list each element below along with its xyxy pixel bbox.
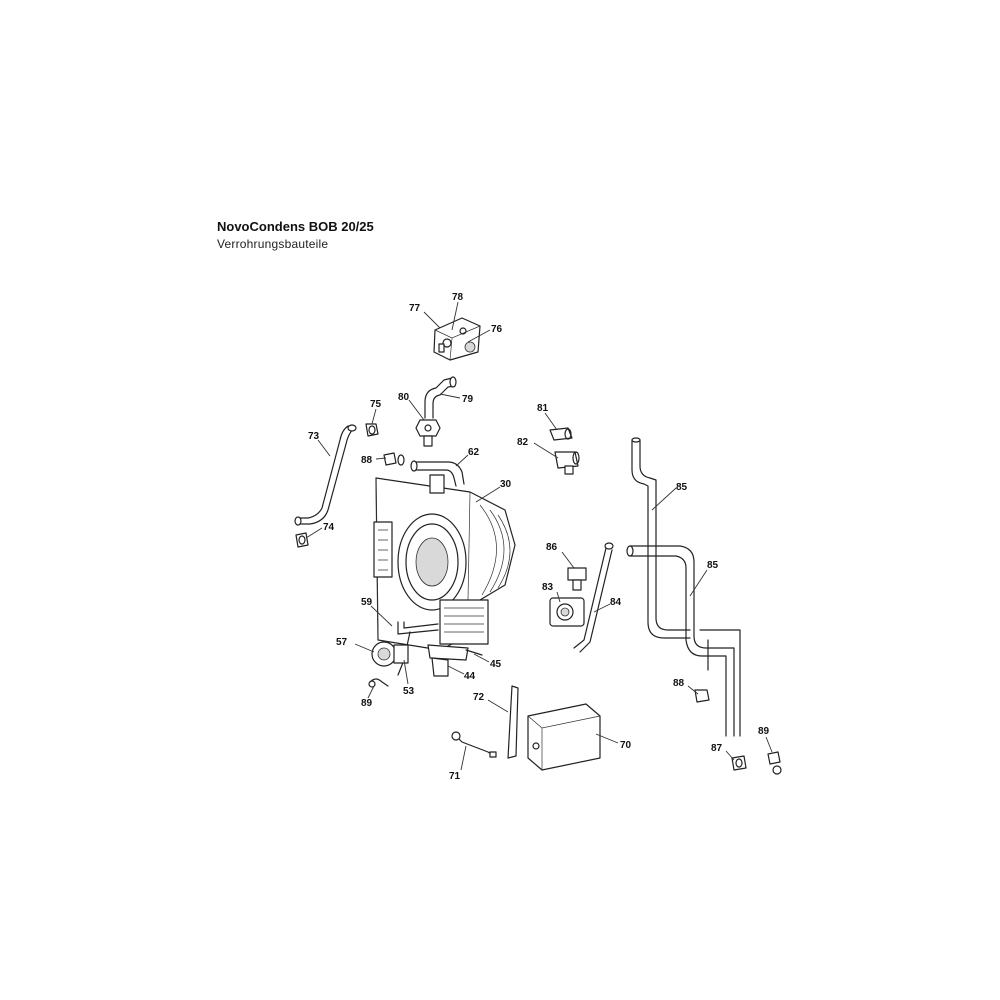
callout-85-lower: 85 xyxy=(707,560,719,571)
callout-44: 44 xyxy=(464,671,476,682)
part-heat-exchanger-30 xyxy=(373,474,516,651)
part-fitting-88-right xyxy=(694,689,710,703)
callout-70: 70 xyxy=(620,740,632,751)
part-bent-pipe-79 xyxy=(424,376,457,419)
part-pipe-59 xyxy=(397,621,439,635)
callout-81: 81 xyxy=(537,403,549,414)
callout-86: 86 xyxy=(546,542,558,553)
callout-85-upper: 85 xyxy=(676,482,688,493)
callout-83: 83 xyxy=(542,582,554,593)
part-tee-86 xyxy=(567,567,587,591)
part-pipe-62 xyxy=(410,460,465,487)
part-condensate-trap-44 xyxy=(427,644,469,677)
part-pipe-85-upper xyxy=(631,437,691,639)
part-valve-81 xyxy=(549,427,573,441)
part-expansion-vessel-70 xyxy=(527,703,601,771)
leader-lines xyxy=(305,301,773,771)
callout-89-right: 89 xyxy=(758,726,770,737)
part-bracket-72 xyxy=(507,685,519,759)
callout-74: 74 xyxy=(323,522,335,533)
part-siphon-45 xyxy=(465,649,483,656)
part-sensor-89-left xyxy=(368,678,389,688)
callout-84: 84 xyxy=(610,597,622,608)
callout-72: 72 xyxy=(473,692,485,703)
part-pipe-85-lower xyxy=(626,545,741,737)
callout-76: 76 xyxy=(491,324,503,335)
part-nut-74 xyxy=(295,532,309,548)
diagram-title: NovoCondens BOB 20/25 xyxy=(217,219,374,234)
callout-88-right: 88 xyxy=(673,678,685,689)
callout-45: 45 xyxy=(490,659,502,670)
callout-71: 71 xyxy=(449,771,461,782)
callout-82: 82 xyxy=(517,437,529,448)
callout-88-upper: 88 xyxy=(361,455,373,466)
part-sensor-71 xyxy=(451,731,497,758)
part-fitting-87 xyxy=(731,755,747,771)
callout-89-left: 89 xyxy=(361,698,373,709)
callout-77: 77 xyxy=(409,303,421,314)
part-valve-80 xyxy=(415,419,441,447)
part-gas-valve-block xyxy=(433,317,481,361)
callout-62: 62 xyxy=(468,447,480,458)
part-pipe-73 xyxy=(294,424,357,526)
callout-30: 30 xyxy=(500,479,512,490)
part-sensor-89-right xyxy=(767,751,782,775)
part-pipe-84 xyxy=(573,542,614,653)
callout-80: 80 xyxy=(398,392,410,403)
part-valve-82 xyxy=(554,451,580,475)
callout-57: 57 xyxy=(336,637,348,648)
part-fitting-88-upper xyxy=(383,452,405,466)
callout-78: 78 xyxy=(452,292,464,303)
callout-87: 87 xyxy=(711,743,723,754)
callout-73: 73 xyxy=(308,431,320,442)
callout-79: 79 xyxy=(462,394,474,405)
callout-59: 59 xyxy=(361,597,373,608)
callout-53: 53 xyxy=(403,686,415,697)
diagram-subtitle: Verrohrungsbauteile xyxy=(217,237,329,251)
callout-75: 75 xyxy=(370,399,382,410)
part-pump-83 xyxy=(549,597,585,627)
part-fitting-75 xyxy=(365,423,379,437)
part-pump-57 xyxy=(371,641,409,667)
